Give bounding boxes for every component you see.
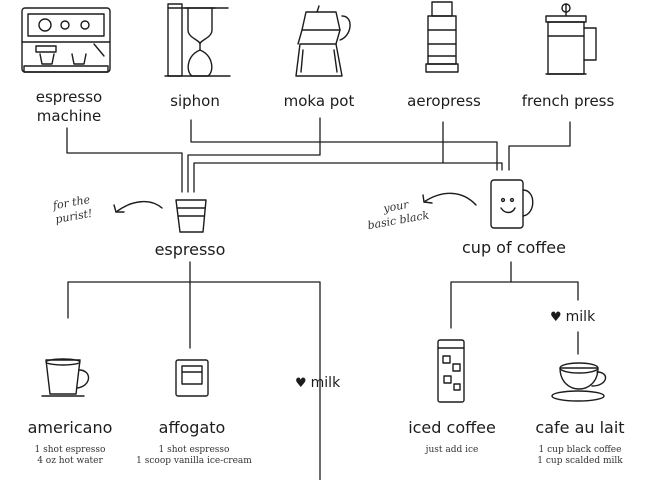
recipe-affogato-line1: 1 shot espresso bbox=[158, 445, 230, 455]
connector-aeropress-cup bbox=[442, 162, 503, 171]
iced-coffee-glass-icon bbox=[437, 339, 465, 403]
label-aeropress: aeropress bbox=[407, 92, 481, 110]
espresso-milk-label: milk bbox=[310, 375, 341, 391]
recipe-americano: 1 shot espresso 4 oz hot water bbox=[14, 445, 126, 467]
moka-pot-icon bbox=[295, 5, 351, 77]
americano-cup-icon bbox=[41, 358, 90, 397]
connector-siphon bbox=[190, 119, 498, 171]
label-espresso-machine-line2: machine bbox=[36, 107, 102, 125]
label-siphon: siphon bbox=[170, 92, 220, 110]
label-affogato: affogato bbox=[158, 418, 226, 437]
recipe-americano-line1: 1 shot espresso bbox=[34, 445, 106, 455]
smiley-mug-icon bbox=[490, 179, 534, 229]
heart-icon: ♥ bbox=[295, 375, 307, 391]
connector-aeropress-espresso bbox=[193, 121, 444, 193]
connector-lines bbox=[66, 117, 579, 480]
label-french-press: french press bbox=[521, 92, 615, 110]
black-arrow bbox=[423, 192, 477, 206]
connector-cup-branch bbox=[450, 281, 579, 329]
label-espresso-machine: espresso machine bbox=[14, 88, 124, 126]
recipe-cafe-au-lait: 1 cup black coffee 1 cup scalded milk bbox=[522, 445, 638, 467]
label-cup-of-coffee: cup of coffee bbox=[462, 238, 566, 257]
recipe-cafe-au-lait-line1: 1 cup black coffee bbox=[538, 445, 622, 455]
purist-arrow bbox=[115, 201, 163, 213]
recipe-affogato: 1 shot espresso 1 scoop vanilla ice-crea… bbox=[126, 445, 262, 467]
coffee-milk-branch: ♥ milk bbox=[550, 309, 595, 325]
black-arrow-head bbox=[422, 194, 433, 204]
label-iced-coffee: iced coffee bbox=[408, 418, 496, 437]
label-espresso-machine-line1: espresso bbox=[35, 88, 103, 106]
connector-espresso-machine bbox=[66, 127, 183, 193]
connector-french-press bbox=[508, 121, 571, 171]
label-cafe-au-lait: cafe au lait bbox=[535, 418, 625, 437]
heart-icon: ♥ bbox=[550, 309, 562, 325]
connector-espresso-branch bbox=[67, 281, 321, 480]
siphon-icon bbox=[164, 3, 231, 77]
recipe-iced-coffee: just add ice bbox=[425, 445, 479, 455]
label-espresso: espresso bbox=[154, 240, 226, 259]
espresso-cup-icon bbox=[175, 199, 207, 233]
cafe-au-lait-cup-icon bbox=[551, 362, 607, 402]
espresso-milk-branch: ♥ milk bbox=[295, 375, 340, 391]
purist-arrow-head bbox=[113, 204, 125, 213]
coffee-milk-label: milk bbox=[565, 309, 596, 325]
connector-moka-pot bbox=[187, 117, 321, 193]
recipe-americano-line2: 4 oz hot water bbox=[37, 456, 103, 466]
label-moka-pot: moka pot bbox=[283, 92, 355, 110]
recipe-cafe-au-lait-line2: 1 cup scalded milk bbox=[537, 456, 623, 466]
recipe-affogato-line2: 1 scoop vanilla ice-cream bbox=[136, 456, 252, 466]
affogato-glass-icon bbox=[175, 359, 209, 397]
label-americano: americano bbox=[27, 418, 113, 437]
aeropress-icon bbox=[425, 1, 459, 73]
espresso-machine-icon bbox=[21, 7, 111, 73]
french-press-icon bbox=[545, 3, 597, 75]
